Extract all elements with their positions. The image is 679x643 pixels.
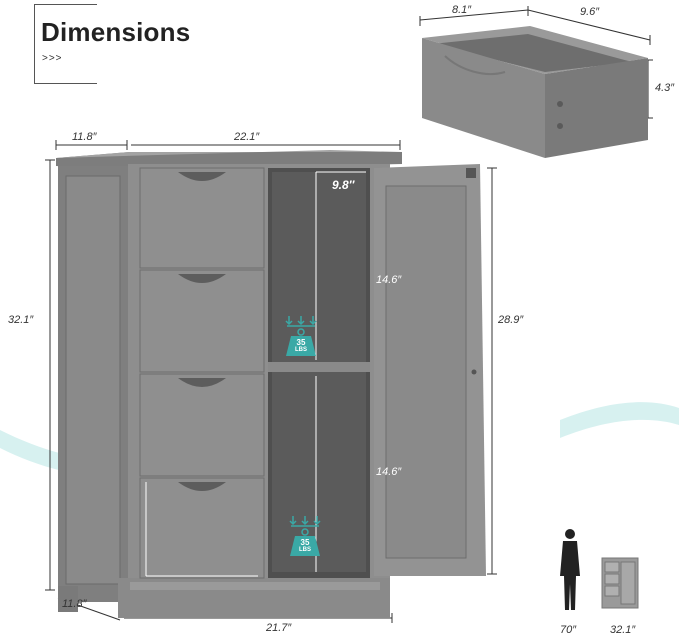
title-frame (34, 4, 97, 84)
cabinet-bottom-width-label: 21.7″ (266, 622, 292, 634)
person-height-label: 70″ (560, 624, 577, 636)
upper-shelf-height-label: 14.6″ (376, 274, 402, 286)
weight-badge-upper: 35 LBS (283, 314, 319, 358)
weight-icon (285, 316, 317, 356)
small-cabinet-height-label: 32.1″ (610, 624, 636, 636)
weight-unit: LBS (299, 547, 311, 553)
small-cabinet-icon (601, 557, 639, 609)
lower-shelf-height-label: 14.6″ (376, 466, 402, 478)
drawer-depth-label: 9.6″ (580, 6, 600, 18)
weight-value: 35 (300, 538, 310, 547)
drawer-width-label: 8.1″ (452, 4, 472, 16)
cabinet-total-height-label: 32.1″ (8, 314, 34, 326)
person-silhouette-icon (560, 529, 580, 610)
weight-icon (289, 516, 321, 556)
drawer-height-label: 4.3″ (655, 82, 675, 94)
weight-unit: LBS (295, 347, 307, 353)
cabinet-top-depth-label: 11.8″ (72, 131, 97, 143)
page-title: Dimensions (41, 17, 191, 47)
weight-value: 35 (296, 338, 306, 347)
interior-width-label: 9.8″ (332, 178, 355, 192)
cabinet-top-width-label: 22.1″ (234, 131, 260, 143)
weight-badge-lower: 35 LBS (287, 514, 323, 558)
cabinet-interior-height-label: 28.9″ (498, 314, 524, 326)
cabinet-bottom-depth-label: 11.8″ (62, 598, 87, 610)
title-arrows: >>> (42, 53, 63, 64)
